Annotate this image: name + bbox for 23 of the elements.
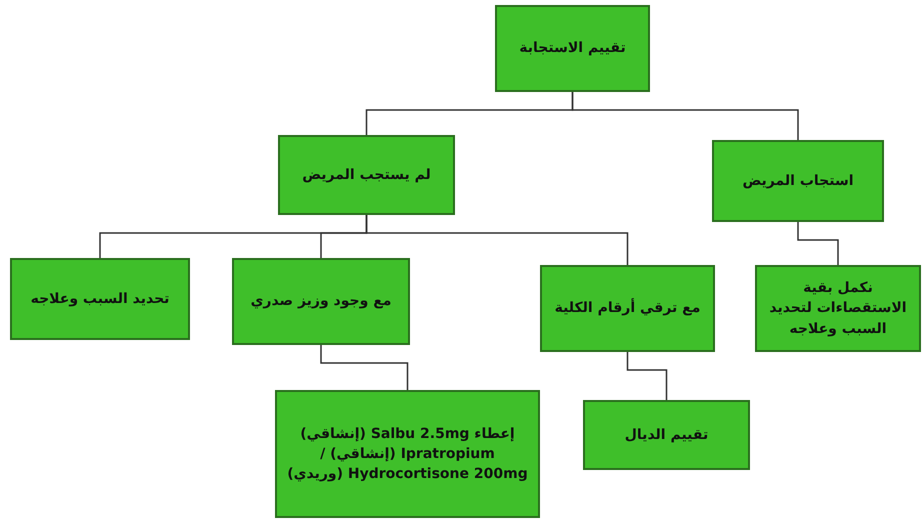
box-text: مع ترقي أرقام الكلية [554, 298, 700, 318]
process-box [712, 140, 884, 222]
connector-line [797, 222, 839, 265]
box-text: تقييم الاستجابة [519, 39, 626, 58]
connector-line [626, 352, 668, 400]
process-box [583, 400, 750, 470]
process-box [10, 258, 190, 340]
box-text: تقييم الديال [624, 426, 708, 445]
connector-line [572, 92, 799, 140]
box-text: لم يستجب المريض [302, 166, 431, 185]
box-text: نكمل بقية الاستقصاءات لتحديد السبب وعلاجه [768, 279, 908, 339]
box-text: إعطاء Salbu 2.5mg (إنشاقي) Ipratropium (إنشاقي) / Hydrocortisone 200mg (وريدي) [286, 424, 529, 484]
process-box [755, 265, 921, 352]
box-text: مع وجود وزيز صدري [250, 292, 392, 312]
connector-line [366, 215, 628, 265]
box-text: استجاب المريض [742, 172, 854, 191]
process-box [495, 5, 650, 92]
connector-line [320, 345, 408, 390]
process-box [232, 258, 410, 345]
process-box [278, 135, 455, 215]
process-box [540, 265, 715, 352]
box-text: تحديد السبب وعلاجه [30, 290, 170, 309]
process-box [275, 390, 540, 518]
